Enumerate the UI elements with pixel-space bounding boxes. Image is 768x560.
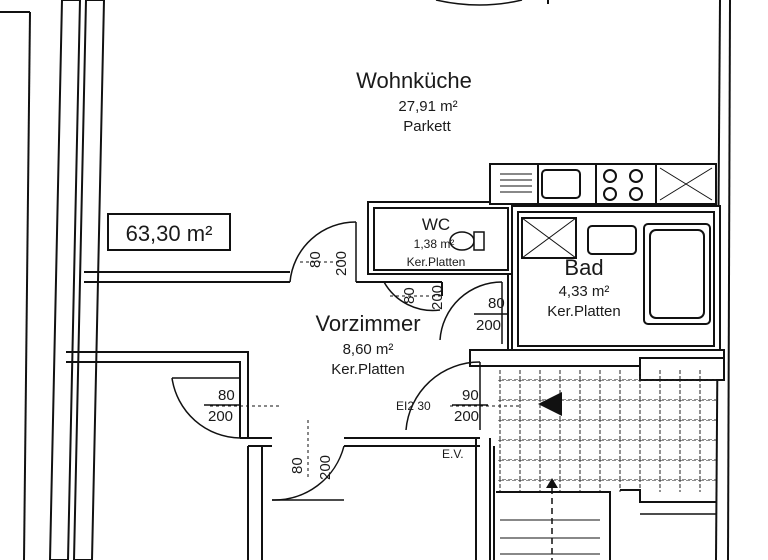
- door-height: 200: [429, 285, 446, 310]
- room-bad: Bad 4,33 m² Ker.Platten: [547, 255, 620, 320]
- door-label: 80 200: [204, 387, 240, 425]
- washbasin-icon: [587, 225, 637, 255]
- room-area: 4,33 m²: [559, 283, 610, 300]
- room-wohnkueche: Wohnküche 27,91 m² Parkett: [356, 68, 472, 135]
- door-label: 90 200: [452, 387, 488, 425]
- door-width: 80: [218, 387, 235, 404]
- door-height: 200: [317, 455, 334, 480]
- room-floor: Ker.Platten: [331, 361, 404, 378]
- stove-icon: [603, 169, 643, 201]
- room-area: 8,60 m²: [343, 341, 394, 358]
- room-name: WC: [422, 215, 450, 234]
- room-floor: Parkett: [403, 118, 451, 135]
- room-floor: Ker.Platten: [407, 255, 466, 269]
- door-label: 80 200: [401, 285, 446, 310]
- dimension-lines: [210, 261, 520, 480]
- total-area-box: 63,30 m²: [107, 213, 231, 251]
- fire-rating-label: EI2 30: [396, 399, 431, 413]
- door-label: 80 200: [474, 295, 508, 334]
- room-name: Wohnküche: [356, 68, 472, 93]
- door-height: 200: [454, 408, 479, 425]
- room-area: 27,91 m²: [398, 98, 457, 115]
- door-height: 200: [476, 317, 501, 334]
- door-label: 80 200: [289, 455, 334, 480]
- door-width: 80: [307, 251, 324, 268]
- room-area: 1,38 m²: [414, 237, 455, 251]
- kitchen-counter: [489, 163, 717, 205]
- room-wc: WC 1,38 m² Ker.Platten: [407, 215, 466, 269]
- door-label: 80 200: [307, 251, 350, 276]
- tiled-stair-area: [496, 368, 716, 560]
- door-width: 80: [488, 295, 505, 312]
- door-swings: [171, 221, 503, 501]
- total-area: 63,30 m²: [126, 221, 213, 246]
- room-name: Bad: [564, 255, 603, 280]
- room-vorzimmer: Vorzimmer 8,60 m² Ker.Platten: [315, 311, 420, 378]
- entrance-arrow-icon: [538, 392, 562, 416]
- door-height: 200: [208, 408, 233, 425]
- door-height: 200: [333, 251, 350, 276]
- bath-fixtures: [521, 217, 711, 325]
- door-width: 80: [401, 287, 418, 304]
- room-name: Vorzimmer: [315, 311, 420, 336]
- ev-label: E.V.: [442, 447, 464, 461]
- toilet-icon: [449, 231, 485, 251]
- room-floor: Ker.Platten: [547, 303, 620, 320]
- door-width: 80: [289, 457, 306, 474]
- door-width: 90: [462, 387, 479, 404]
- sink-icon: [500, 169, 581, 199]
- stair-arrow-icon: [546, 478, 558, 488]
